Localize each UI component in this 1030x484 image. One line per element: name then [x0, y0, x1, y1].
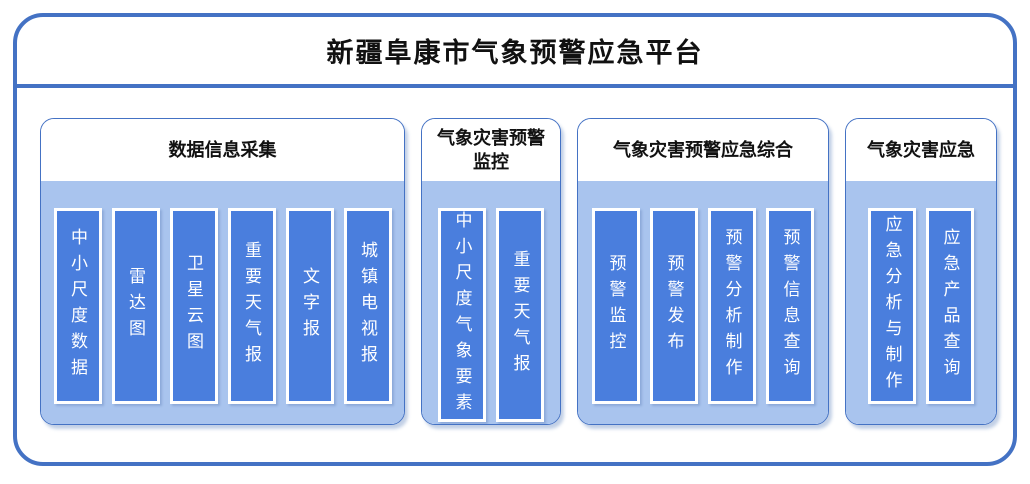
diagram-frame: 新疆阜康市气象预警应急平台 数据信息采集中小尺度数据 雷达图 卫星云图 重要天气报 文字…: [13, 13, 1017, 466]
group-box-3: 气象灾害应急应急分析与制作 应急产品查询: [845, 118, 997, 425]
groups-row: 数据信息采集中小尺度数据 雷达图 卫星云图 重要天气报 文字报 城镇电视报 气象灾害预警监控…: [40, 118, 1013, 425]
title-bar: 新疆阜康市气象预警应急平台: [17, 17, 1013, 88]
item-label: 文字报: [300, 267, 319, 345]
item-block: 中小尺度数据: [53, 208, 102, 404]
item-label: 应急产品查询: [940, 228, 960, 384]
item-label: 城镇电视报: [358, 241, 377, 371]
item-label: 中小尺度气象要素: [452, 211, 472, 419]
item-block: 城镇电视报: [343, 208, 392, 404]
group-header: 数据信息采集: [41, 119, 404, 181]
item-label: 雷达图: [126, 267, 145, 345]
group-body: 预警监控 预警发布 预警分析制作 预警信息查询: [578, 181, 828, 424]
item-label: 预警发布: [664, 254, 684, 358]
group-body: 中小尺度气象要素 重要天气报: [422, 181, 560, 424]
item-block: 应急产品查询: [926, 208, 974, 404]
item-block: 文字报: [285, 208, 334, 404]
group-header: 气象灾害预警应急综合: [578, 119, 828, 181]
item-label: 预警分析制作: [722, 228, 742, 384]
item-label: 重要天气报: [510, 250, 530, 380]
item-label: 预警监控: [606, 254, 626, 358]
item-block: 中小尺度气象要素: [438, 208, 486, 422]
group-header: 气象灾害应急: [846, 119, 996, 181]
item-block: 应急分析与制作: [868, 208, 916, 404]
item-block: 卫星云图: [169, 208, 218, 404]
group-body: 中小尺度数据 雷达图 卫星云图 重要天气报 文字报 城镇电视报: [41, 181, 404, 424]
group-header: 气象灾害预警监控: [422, 119, 560, 181]
item-block: 预警监控: [592, 208, 640, 404]
item-block: 预警信息查询: [766, 208, 814, 404]
item-label: 应急分析与制作: [882, 215, 902, 397]
item-block: 重要天气报: [227, 208, 276, 404]
group-box-1: 气象灾害预警监控中小尺度气象要素 重要天气报: [421, 118, 561, 425]
item-label: 预警信息查询: [780, 228, 800, 384]
item-block: 预警分析制作: [708, 208, 756, 404]
item-block: 重要天气报: [496, 208, 544, 422]
item-block: 预警发布: [650, 208, 698, 404]
item-label: 中小尺度数据: [68, 228, 87, 384]
item-label: 卫星云图: [184, 254, 203, 358]
group-box-2: 气象灾害预警应急综合预警监控 预警发布 预警分析制作 预警信息查询: [577, 118, 829, 425]
item-block: 雷达图: [111, 208, 160, 404]
group-box-0: 数据信息采集中小尺度数据 雷达图 卫星云图 重要天气报 文字报 城镇电视报: [40, 118, 405, 425]
item-label: 重要天气报: [242, 241, 261, 371]
group-body: 应急分析与制作 应急产品查询: [846, 181, 996, 424]
page-title: 新疆阜康市气象预警应急平台: [326, 38, 704, 68]
